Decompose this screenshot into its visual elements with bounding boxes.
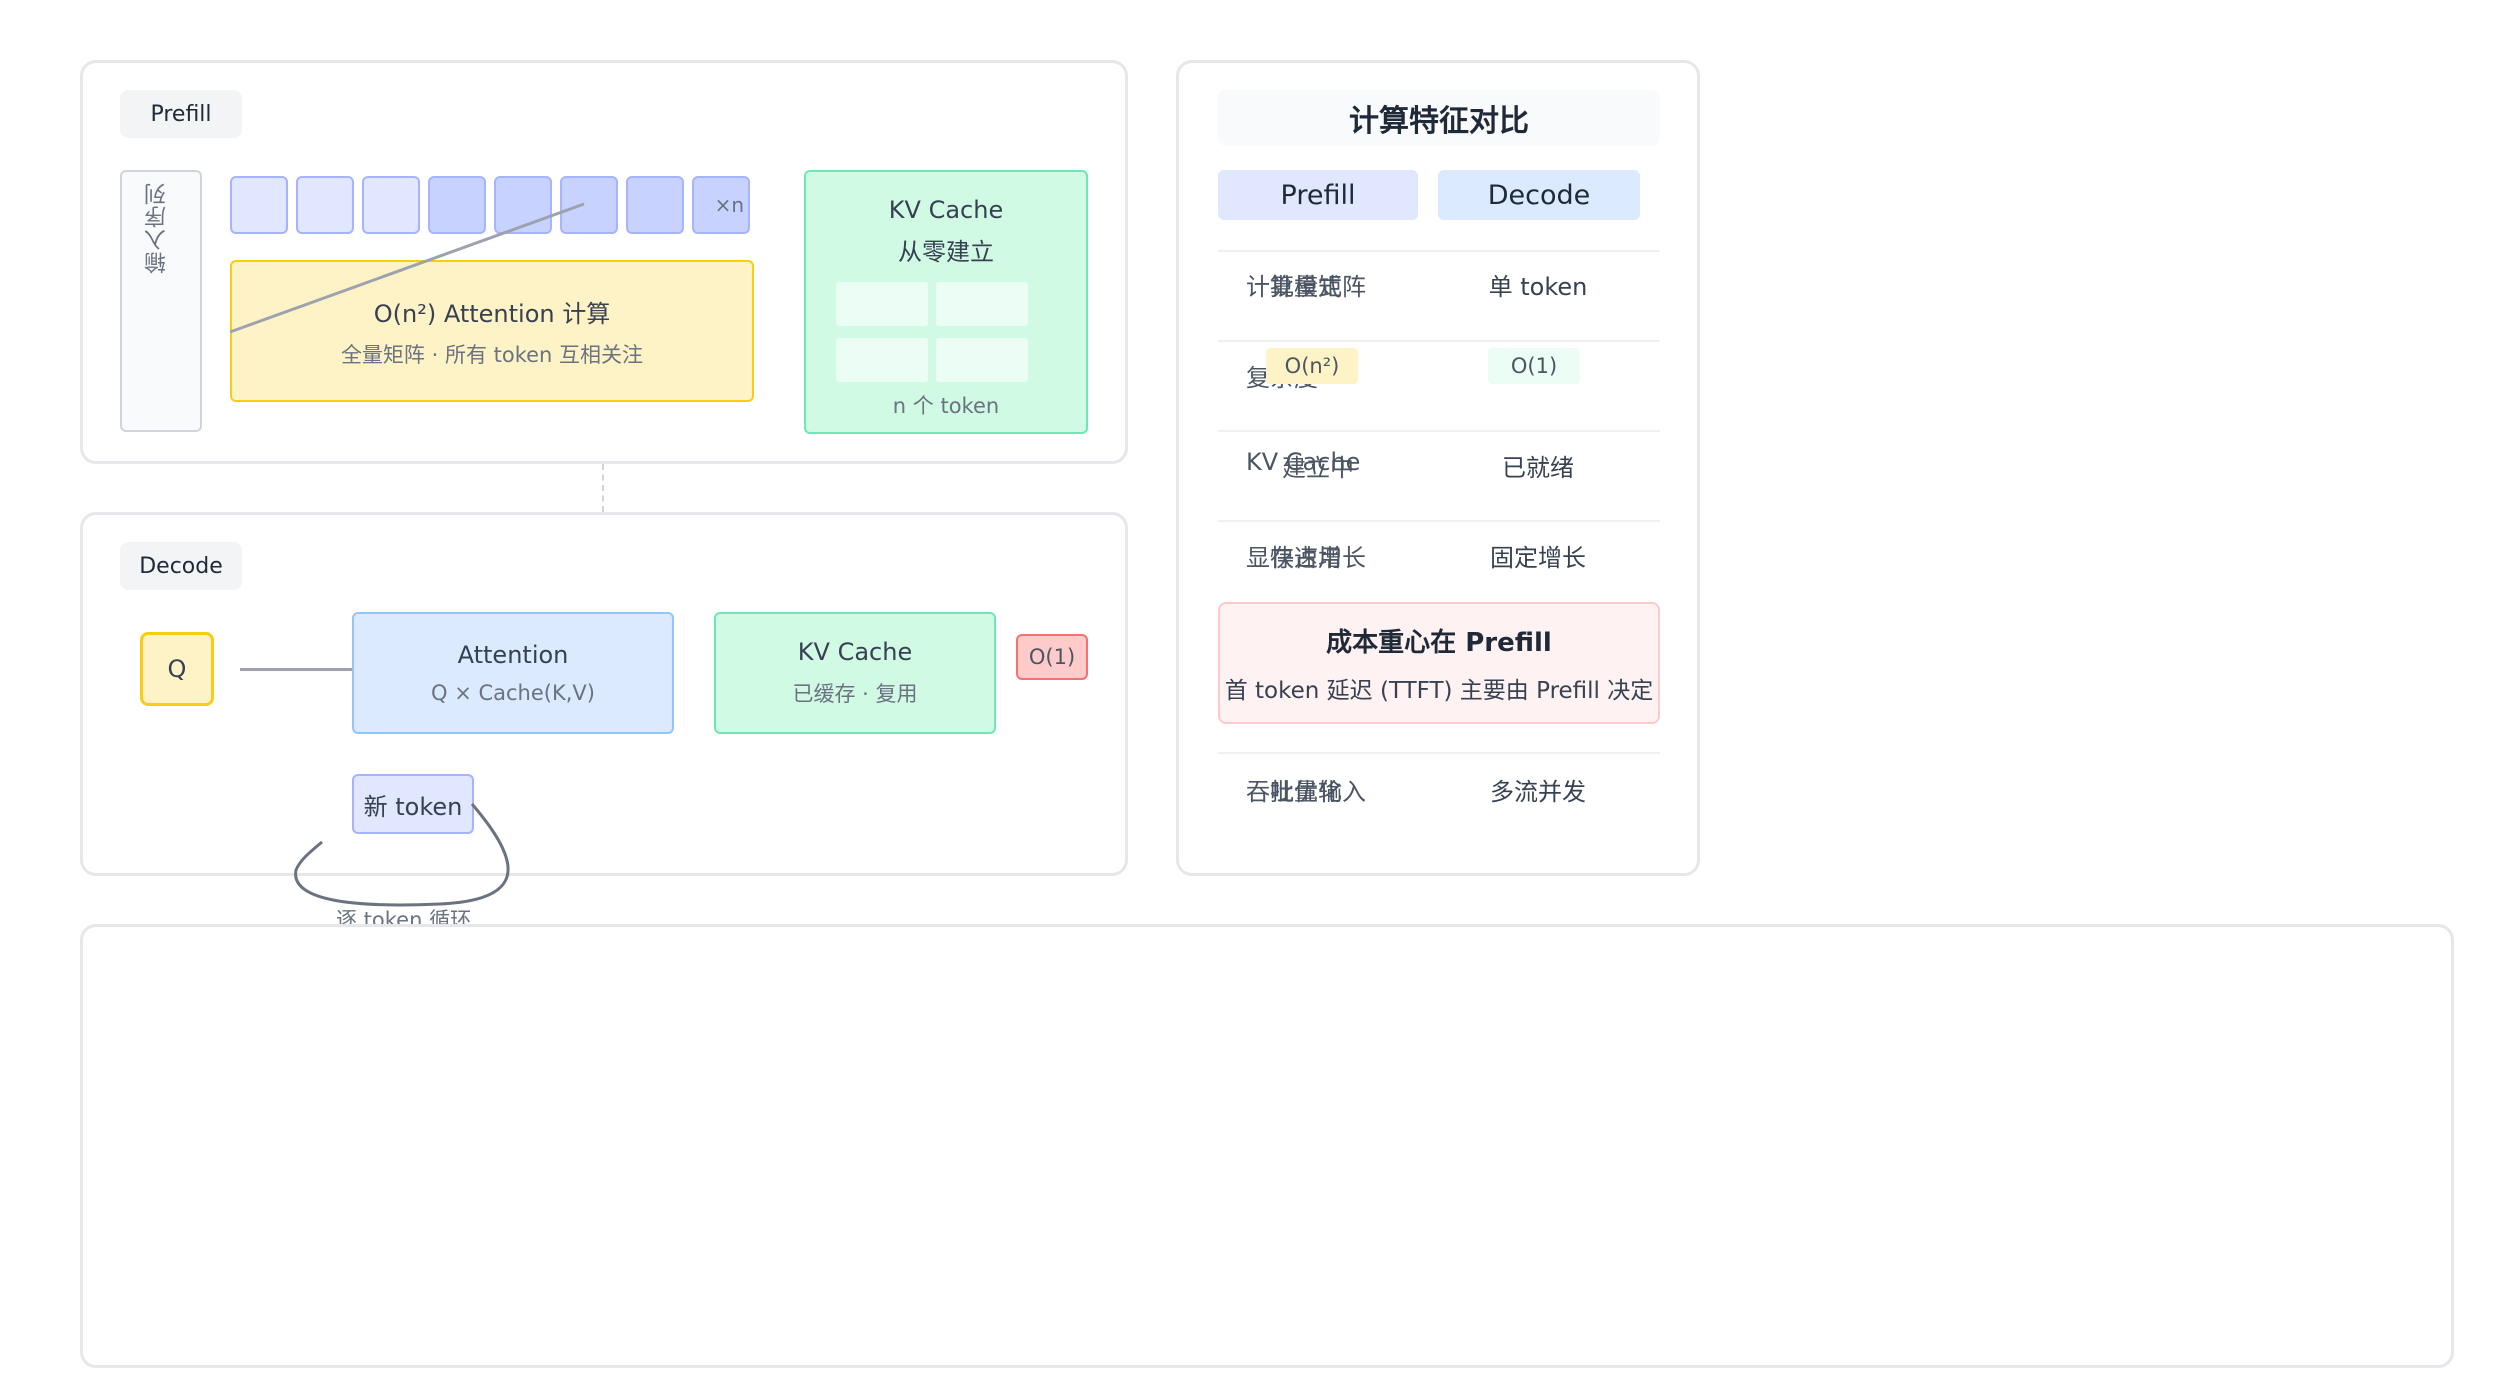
input-sequence-label: 输入序列 (120, 170, 202, 432)
token-block (626, 176, 684, 234)
prefill-attention-box: O(n²) Attention 计算 全量矩阵 · 所有 token 互相关注 (230, 260, 754, 402)
token-block (362, 176, 420, 234)
row-2-decode-badge-text: O(1) (1510, 354, 1558, 378)
decode-kv-title: KV Cache (797, 638, 913, 666)
query-box: Q (140, 632, 214, 706)
row-2-prefill-badge-text: O(n²) (1284, 354, 1340, 378)
kv-cell (936, 338, 1028, 382)
bottom-panel (80, 924, 2454, 1368)
prefill-tag: Prefill (120, 90, 242, 138)
column-header-prefill: Prefill (1218, 170, 1418, 220)
decode-tag: Decode (120, 542, 242, 590)
prefill-attention-title: O(n²) Attention 计算 (373, 299, 611, 328)
row-2-prefill-badge: O(n²) (1266, 348, 1358, 384)
row-5-label-b: 批量输入 (1270, 778, 1366, 806)
decode-attention-box: Attention Q × Cache(K,V) (352, 612, 674, 734)
attention-diagonal-line (229, 202, 585, 334)
row-1-label-a: 计算模式 (1246, 273, 1342, 301)
cost-note-box: 成本重心在 Prefill 首 token 延迟 (TTFT) 主要由 Pref… (1218, 602, 1660, 724)
column-header-prefill-label: Prefill (1280, 179, 1356, 211)
decode-kv-cache-box: KV Cache 已缓存 · 复用 (714, 612, 996, 734)
decode-complexity-badge: O(1) (1016, 634, 1088, 680)
row-divider (1218, 752, 1660, 754)
query-label: Q (167, 655, 187, 683)
row-5-decode: 多流并发 (1490, 778, 1586, 806)
panel-connector (602, 464, 604, 512)
token-loop-arrow (294, 803, 510, 907)
row-1-decode: 单 token (1488, 273, 1588, 301)
row-5-label-a: 吞吐优化 (1246, 778, 1342, 806)
row-4-label-a: 显存占用 (1246, 544, 1342, 572)
row-2-decode-badge: O(1) (1488, 348, 1580, 384)
row-divider (1218, 250, 1660, 252)
column-header-decode-label: Decode (1487, 179, 1591, 211)
row-1-label-b: 批量矩阵 (1270, 273, 1366, 301)
row-divider (1218, 520, 1660, 522)
token-block (560, 176, 618, 234)
row-4-label-b: 快速增长 (1270, 544, 1366, 572)
prefill-kv-subtitle: 从零建立 (898, 238, 994, 266)
decode-complexity-text: O(1) (1028, 645, 1076, 669)
kv-cell (836, 338, 928, 382)
query-connector (240, 668, 352, 671)
row-3-label-b: 建立中 (1282, 454, 1354, 482)
new-token-label: 新 token (363, 792, 463, 821)
token-block (494, 176, 552, 234)
token-block-times-n: ×n (692, 176, 750, 234)
times-n-label: ×n (714, 193, 744, 217)
comparison-title-bar: 计算特征对比 (1218, 90, 1660, 146)
kv-cell (936, 282, 1028, 326)
row-divider (1218, 430, 1660, 432)
decode-kv-subtitle: 已缓存 · 复用 (792, 682, 918, 706)
new-token-box: 新 token (352, 774, 474, 834)
row-divider (1218, 340, 1660, 342)
column-header-decode: Decode (1438, 170, 1640, 220)
token-block (428, 176, 486, 234)
row-3-decode: 已就绪 (1502, 454, 1574, 482)
prefill-kv-title: KV Cache (888, 196, 1004, 224)
prefill-kv-cache-box: KV Cache 从零建立 n 个 token (804, 170, 1088, 434)
row-3-label-a: KV Cache (1246, 448, 1361, 476)
decode-attention-title: Attention (457, 641, 569, 669)
comparison-title: 计算特征对比 (1349, 104, 1529, 139)
row-4-decode: 固定增长 (1490, 544, 1586, 572)
kv-cell (836, 282, 928, 326)
token-block (230, 176, 288, 234)
cost-note-subtitle: 首 token 延迟 (TTFT) 主要由 Prefill 决定 (1224, 677, 1654, 704)
prefill-kv-footer: n 个 token (892, 394, 1000, 418)
token-block (296, 176, 354, 234)
cost-note-title: 成本重心在 Prefill (1326, 627, 1552, 658)
prefill-attention-subtitle: 全量矩阵 · 所有 token 互相关注 (340, 342, 644, 367)
decode-attention-subtitle: Q × Cache(K,V) (431, 681, 595, 705)
